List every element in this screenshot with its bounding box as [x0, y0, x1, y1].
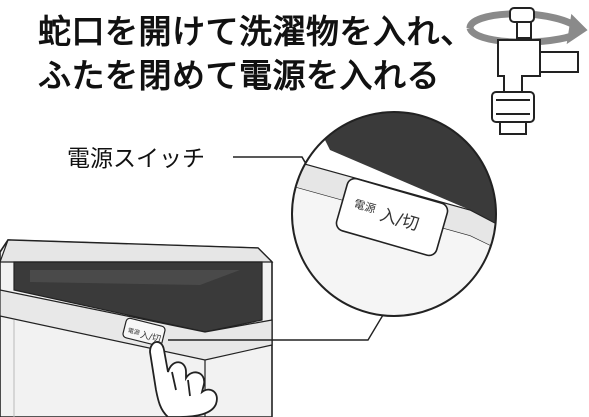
instruction-title-line1: 蛇口を開けて洗濯物を入れ、 [38, 12, 474, 51]
switch-magnifier: 電源 入/切 [291, 111, 497, 317]
instruction-title-line2: ふたを閉めて電源を入れる [38, 56, 440, 95]
faucet-icon [466, 7, 588, 135]
power-switch-callout-label: 電源スイッチ [67, 146, 205, 172]
power-switch-label-small: 電源 [352, 196, 377, 216]
power-switch-large[interactable]: 電源 入/切 [335, 177, 450, 258]
power-switch-small[interactable]: 電源 入/切 [122, 317, 166, 347]
power-switch-small-text: 電源 [127, 326, 141, 337]
instruction-title: 蛇口を開けて洗濯物を入れ、 ふたを閉めて電源を入れる [38, 10, 474, 98]
